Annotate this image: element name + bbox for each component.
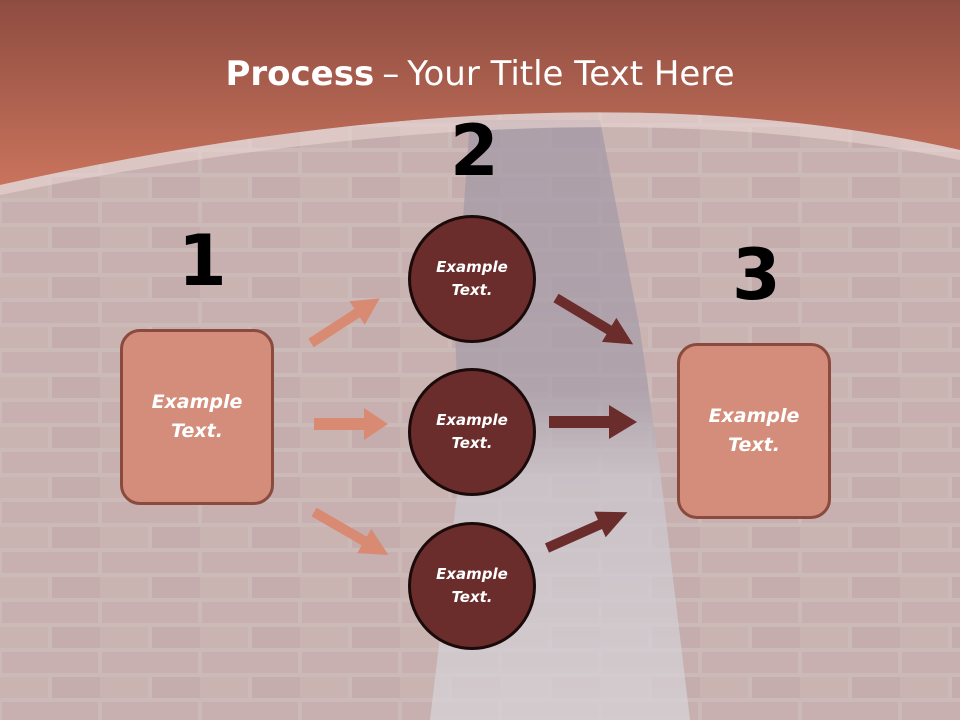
- step-box-1-text: Example Text.: [151, 391, 243, 442]
- arrow-1-to-middle: [314, 408, 388, 440]
- circle-top-text: Example Text.: [436, 258, 508, 299]
- arrow-1-to-bottom: [311, 507, 389, 555]
- circle-bottom-text: Example Text.: [436, 565, 508, 606]
- step-number-3: 3: [732, 234, 781, 316]
- step-number-2: 2: [450, 110, 499, 192]
- circle-middle-text: Example Text.: [436, 411, 508, 452]
- step-number-1: 1: [178, 220, 227, 302]
- circle-top: Example Text.: [408, 215, 536, 343]
- arrow-top-to-3: [553, 293, 634, 345]
- arrow-bottom-to-3: [544, 511, 628, 553]
- step-box-3-text: Example Text.: [708, 405, 800, 456]
- title-rest: Your Title Text Here: [407, 54, 735, 94]
- arrow-1-to-top: [308, 298, 380, 348]
- slide-title: Process–Your Title Text Here: [0, 52, 960, 96]
- step-box-3: Example Text.: [677, 343, 831, 519]
- circle-middle: Example Text.: [408, 368, 536, 496]
- title-bold: Process: [225, 54, 375, 94]
- circle-bottom: Example Text.: [408, 522, 536, 650]
- step-box-1: Example Text.: [120, 329, 274, 505]
- arrow-middle-to-3: [549, 405, 637, 439]
- title-separator: –: [382, 54, 400, 94]
